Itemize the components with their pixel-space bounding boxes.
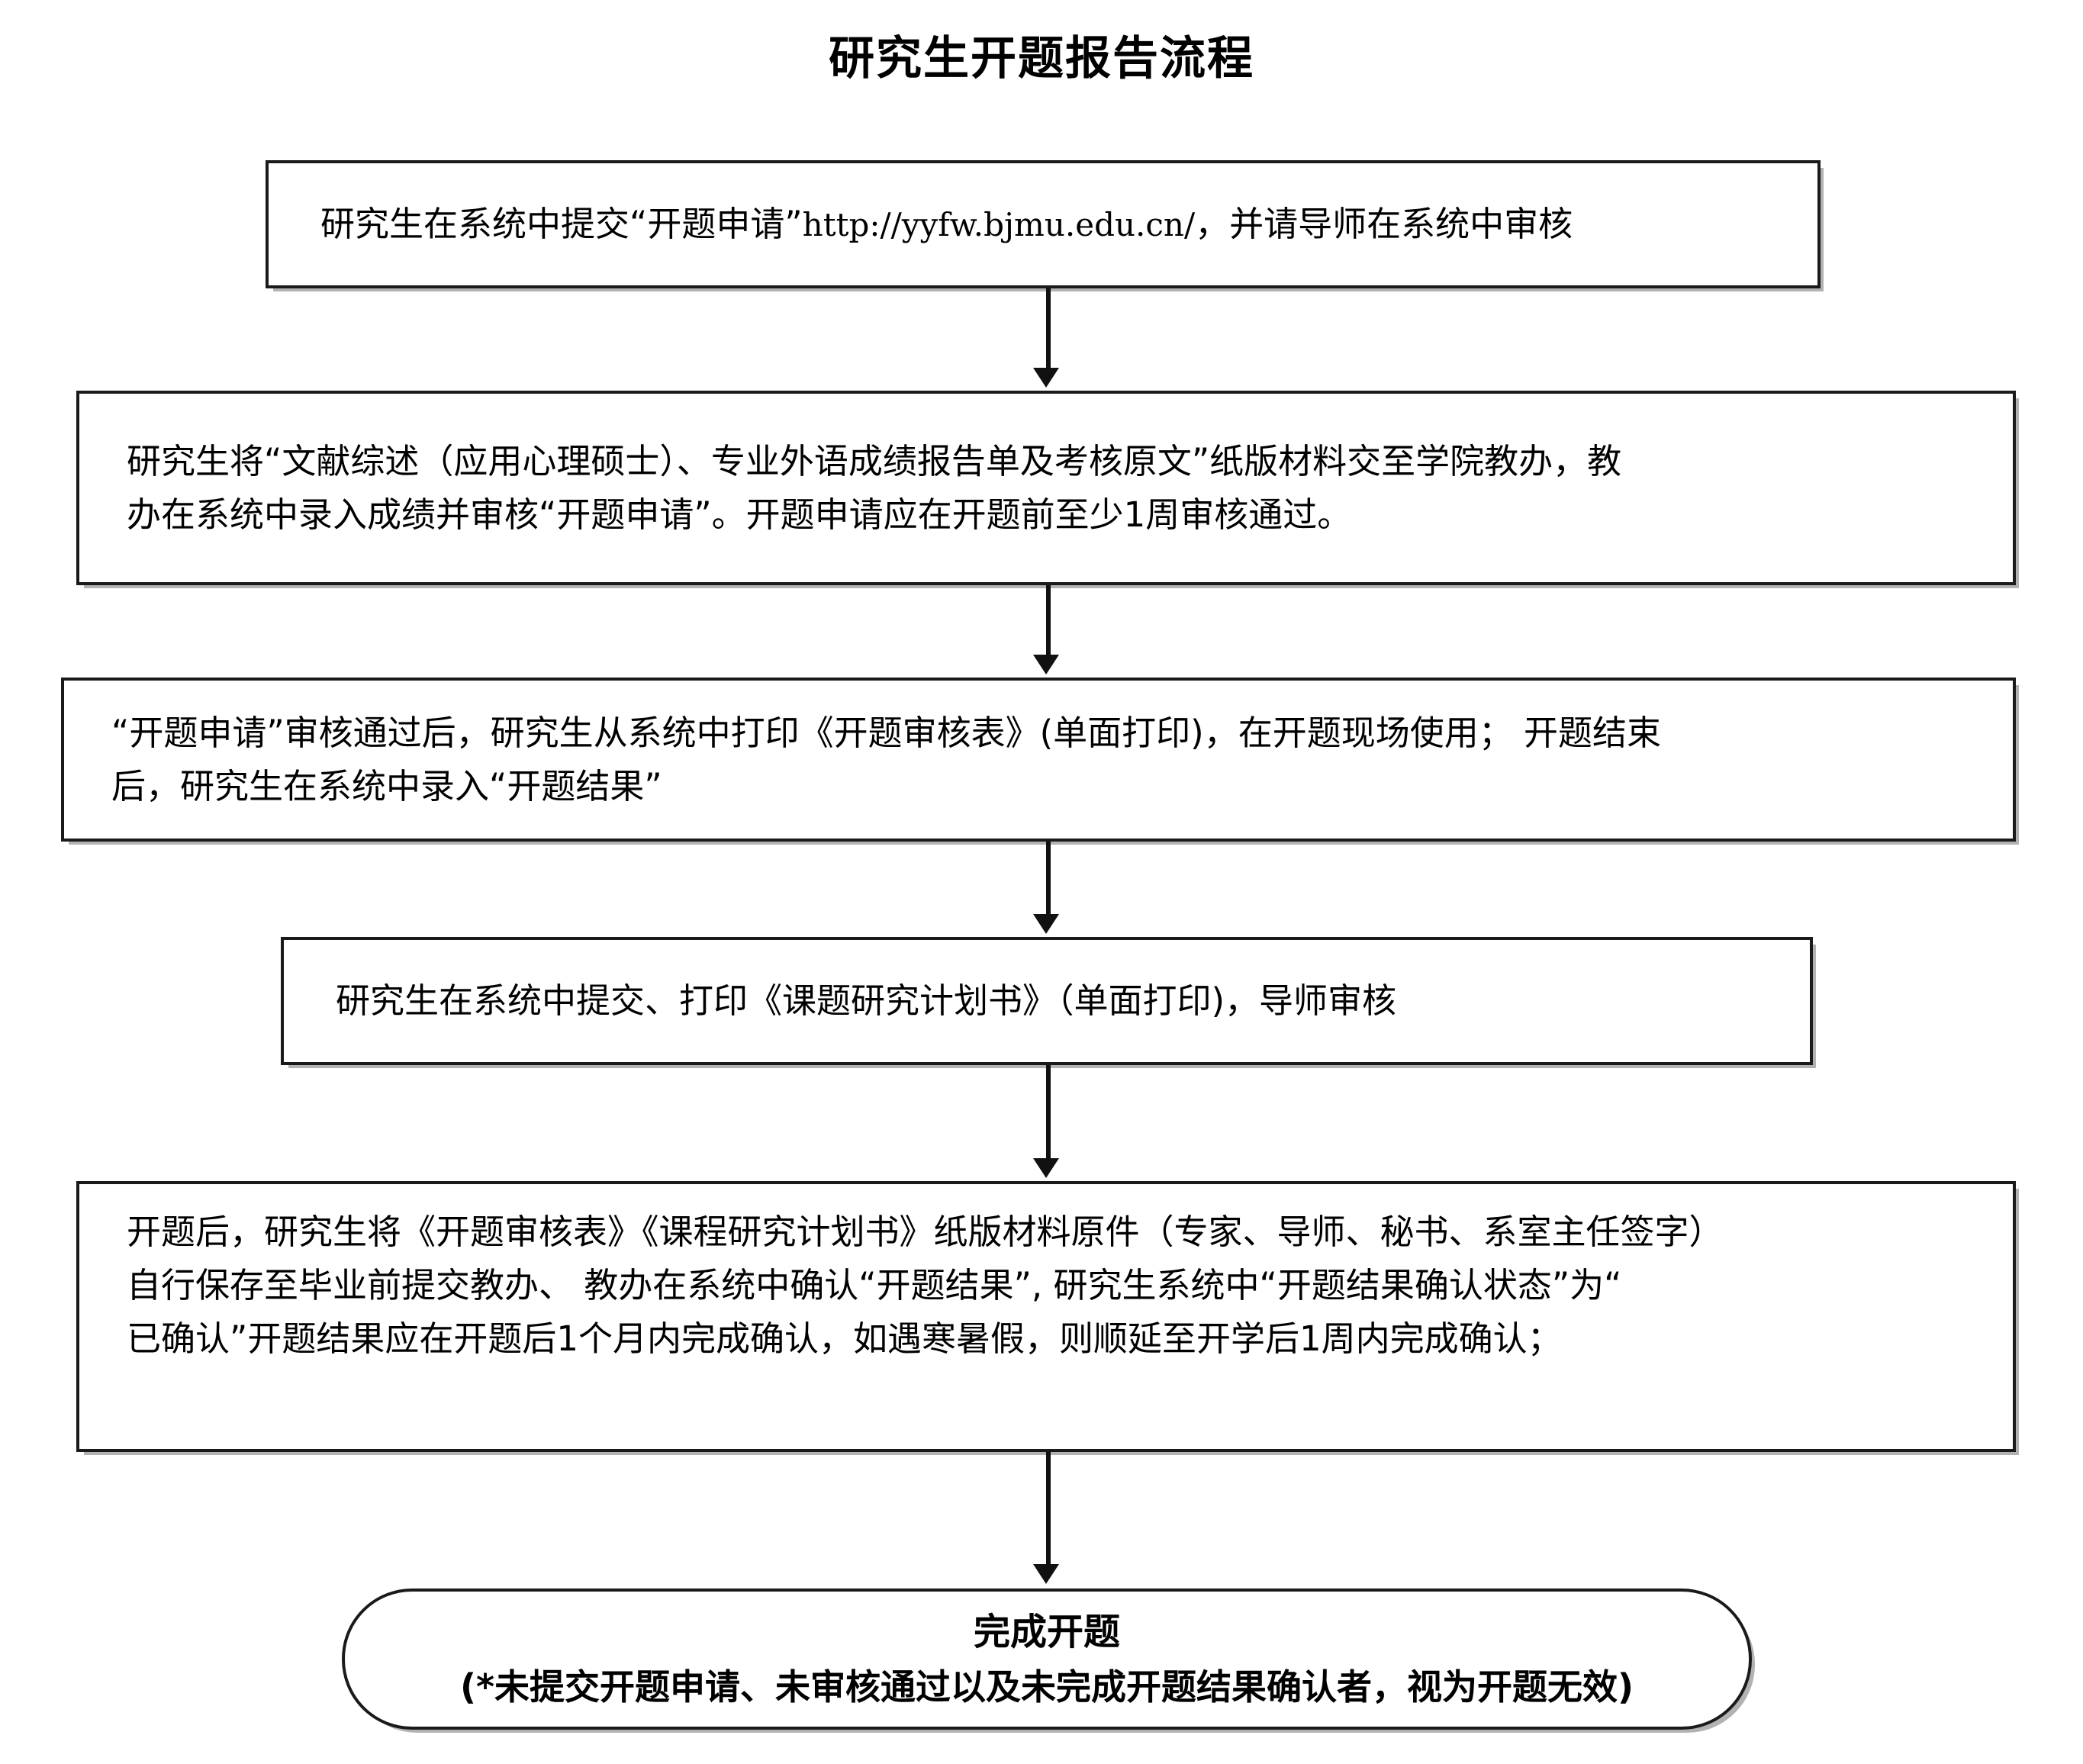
flow-step-research-plan: 研究生在系统中提交、打印《课题研究计划书》（单面打印)，导师审核 — [281, 937, 1813, 1065]
flow-terminator-title: 完成开题 — [973, 1610, 1120, 1653]
flow-step-text-line: 后，研究生在系统中录入“开题结果” — [111, 765, 662, 806]
connector-line-2 — [1046, 585, 1051, 658]
arrow-down-icon — [1033, 1564, 1059, 1584]
connector-line-3 — [1046, 842, 1051, 918]
connector-line-4 — [1046, 1065, 1051, 1161]
flow-step-confirm-result: 开题后，研究生将《开题审核表》《课程研究计划书》纸版材料原件（专家、导师、秘书、… — [76, 1181, 2016, 1452]
flow-step-submit-materials: 研究生将“文献综述（应用心理硕士）、专业外语成绩报告单及考核原文”纸版材料交至学… — [76, 391, 2016, 585]
arrow-down-icon — [1033, 1158, 1059, 1178]
flow-step-complete: 完成开题 (*未提交开题申请、未审核通过以及未完成开题结果确认者，视为开题无效) — [342, 1589, 1752, 1730]
flow-step-print-review-form: “开题申请”审核通过后，研究生从系统中打印《开题审核表》(单面打印)，在开题现场… — [61, 678, 2016, 842]
connector-line-5 — [1046, 1452, 1051, 1568]
step1-text-part-3: ，并请导师在系统中审核 — [1195, 204, 1573, 245]
step1-text-part-1: 研究生在系统中提交“开题申请” — [320, 204, 803, 245]
flow-step-text-line: 研究生在系统中提交、打印《课题研究计划书》（单面打印)，导师审核 — [336, 980, 1397, 1022]
connector-line-1 — [1046, 288, 1051, 372]
flow-step-text-line: 自行保存至毕业前提交教办、 教办在系统中确认“开题结果”, 研究生系统中“开题结… — [127, 1264, 1622, 1305]
arrow-down-icon — [1033, 368, 1059, 388]
flow-terminator-note: (*未提交开题申请、未审核通过以及未完成开题结果确认者，视为开题无效) — [459, 1666, 1634, 1708]
flow-step-submit-application: 研究生在系统中提交“开题申请”http://yyfw.bjmu.edu.cn/，… — [266, 160, 1821, 288]
step1-url[interactable]: http://yyfw.bjmu.edu.cn/ — [802, 206, 1196, 244]
arrow-down-icon — [1033, 655, 1059, 674]
page-title: 研究生开题报告流程 — [829, 32, 1254, 85]
flow-step-text-line: “开题申请”审核通过后，研究生从系统中打印《开题审核表》(单面打印)，在开题现场… — [111, 712, 1662, 753]
flow-step-text-line: 办在系统中录入成绩并审核“开题申请”。开题申请应在开题前至少1周审核通过。 — [127, 494, 1352, 535]
arrow-down-icon — [1033, 914, 1059, 934]
flow-step-text-line: 研究生将“文献综述（应用心理硕士）、专业外语成绩报告单及考核原文”纸版材料交至学… — [127, 440, 1622, 481]
flow-step-text-line: 研究生在系统中提交“开题申请”http://yyfw.bjmu.edu.cn/，… — [288, 198, 1798, 251]
flow-step-text-line: 已确认”开题结果应在开题后1个月内完成确认，如遇寒暑假，则顺延至开学后1周内完成… — [127, 1318, 1562, 1359]
flow-step-text-line: 开题后，研究生将《开题审核表》《课程研究计划书》纸版材料原件（专家、导师、秘书、… — [127, 1212, 1724, 1252]
